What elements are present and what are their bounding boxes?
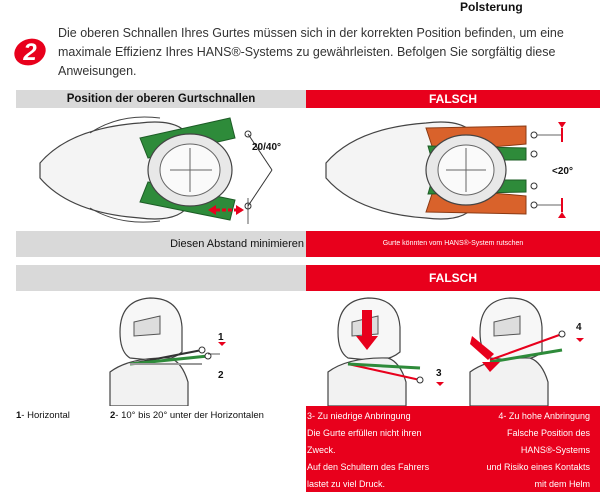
side-view-too-low-illustration: 3 xyxy=(327,297,444,406)
marker-3: 3 xyxy=(436,368,442,379)
top-view-correct-illustration: 20/40° xyxy=(39,116,281,224)
caption1-number: 1 xyxy=(16,410,22,421)
section2-wrong-captions xyxy=(306,406,600,492)
caption4-line2: HANS®-Systems xyxy=(520,445,590,455)
caption-too-low: 3- Zu niedrige Anbringung Die Gurte erfü… xyxy=(307,408,447,493)
caption2-text: - 10° bis 20° unter der Horizontalen xyxy=(115,410,264,421)
caption-minimize-distance: Diesen Abstand minimieren xyxy=(170,238,304,250)
top-label: Polsterung xyxy=(460,0,523,14)
caption3-line2: Zweck. xyxy=(307,445,336,455)
marker-2: 2 xyxy=(218,370,224,381)
top-view-wrong-illustration: <20° xyxy=(325,121,573,220)
step-number: 2 xyxy=(22,39,37,66)
angle-label-correct: 20/40° xyxy=(252,142,281,153)
caption4-line4: mit dem Helm xyxy=(534,479,590,489)
caption-horizontal: 1- Horizontal xyxy=(16,410,70,421)
side-view-correct-illustration: 1 2 xyxy=(109,297,226,406)
caption3-line3: Auf den Schultern des Fahrers xyxy=(307,462,430,472)
angle-label-wrong: <20° xyxy=(552,166,573,177)
section2-header-left xyxy=(16,265,306,291)
side-view-too-high-illustration: 4 xyxy=(469,297,584,406)
caption-too-high: 4- Zu hohe Anbringung Falsche Position d… xyxy=(450,408,590,493)
section1-header-left: Position der oberen Gurtschnallen xyxy=(16,90,306,108)
caption4-title: 4- Zu hohe Anbringung xyxy=(498,411,590,421)
caption3-line4: lastet zu viel Druck. xyxy=(307,479,386,489)
intro-text: Die oberen Schnallen Ihres Gurtes müssen… xyxy=(58,26,564,78)
section1-caption-right: Gurte könnten vom HANS®-System rutschen xyxy=(306,231,600,257)
caption1-text: - Horizontal xyxy=(21,410,70,421)
marker-1: 1 xyxy=(218,332,224,343)
caption2-number: 2 xyxy=(110,410,116,421)
step-number-badge: 2 xyxy=(12,30,52,70)
section1-header-right: FALSCH xyxy=(306,90,600,108)
marker-4: 4 xyxy=(576,322,582,333)
caption4-line1: Falsche Position des xyxy=(506,428,590,438)
caption3-line1: Die Gurte erfüllen nicht ihren xyxy=(307,428,422,438)
section2-header-right: FALSCH xyxy=(306,265,600,291)
caption4-line3: und Risiko eines Kontakts xyxy=(486,462,590,472)
caption-below-horizontal: 2- 10° bis 20° unter der Horizontalen xyxy=(110,410,264,421)
section1-caption-left: Diesen Abstand minimieren xyxy=(16,231,306,257)
caption3-title: 3- Zu niedrige Anbringung xyxy=(307,411,411,421)
